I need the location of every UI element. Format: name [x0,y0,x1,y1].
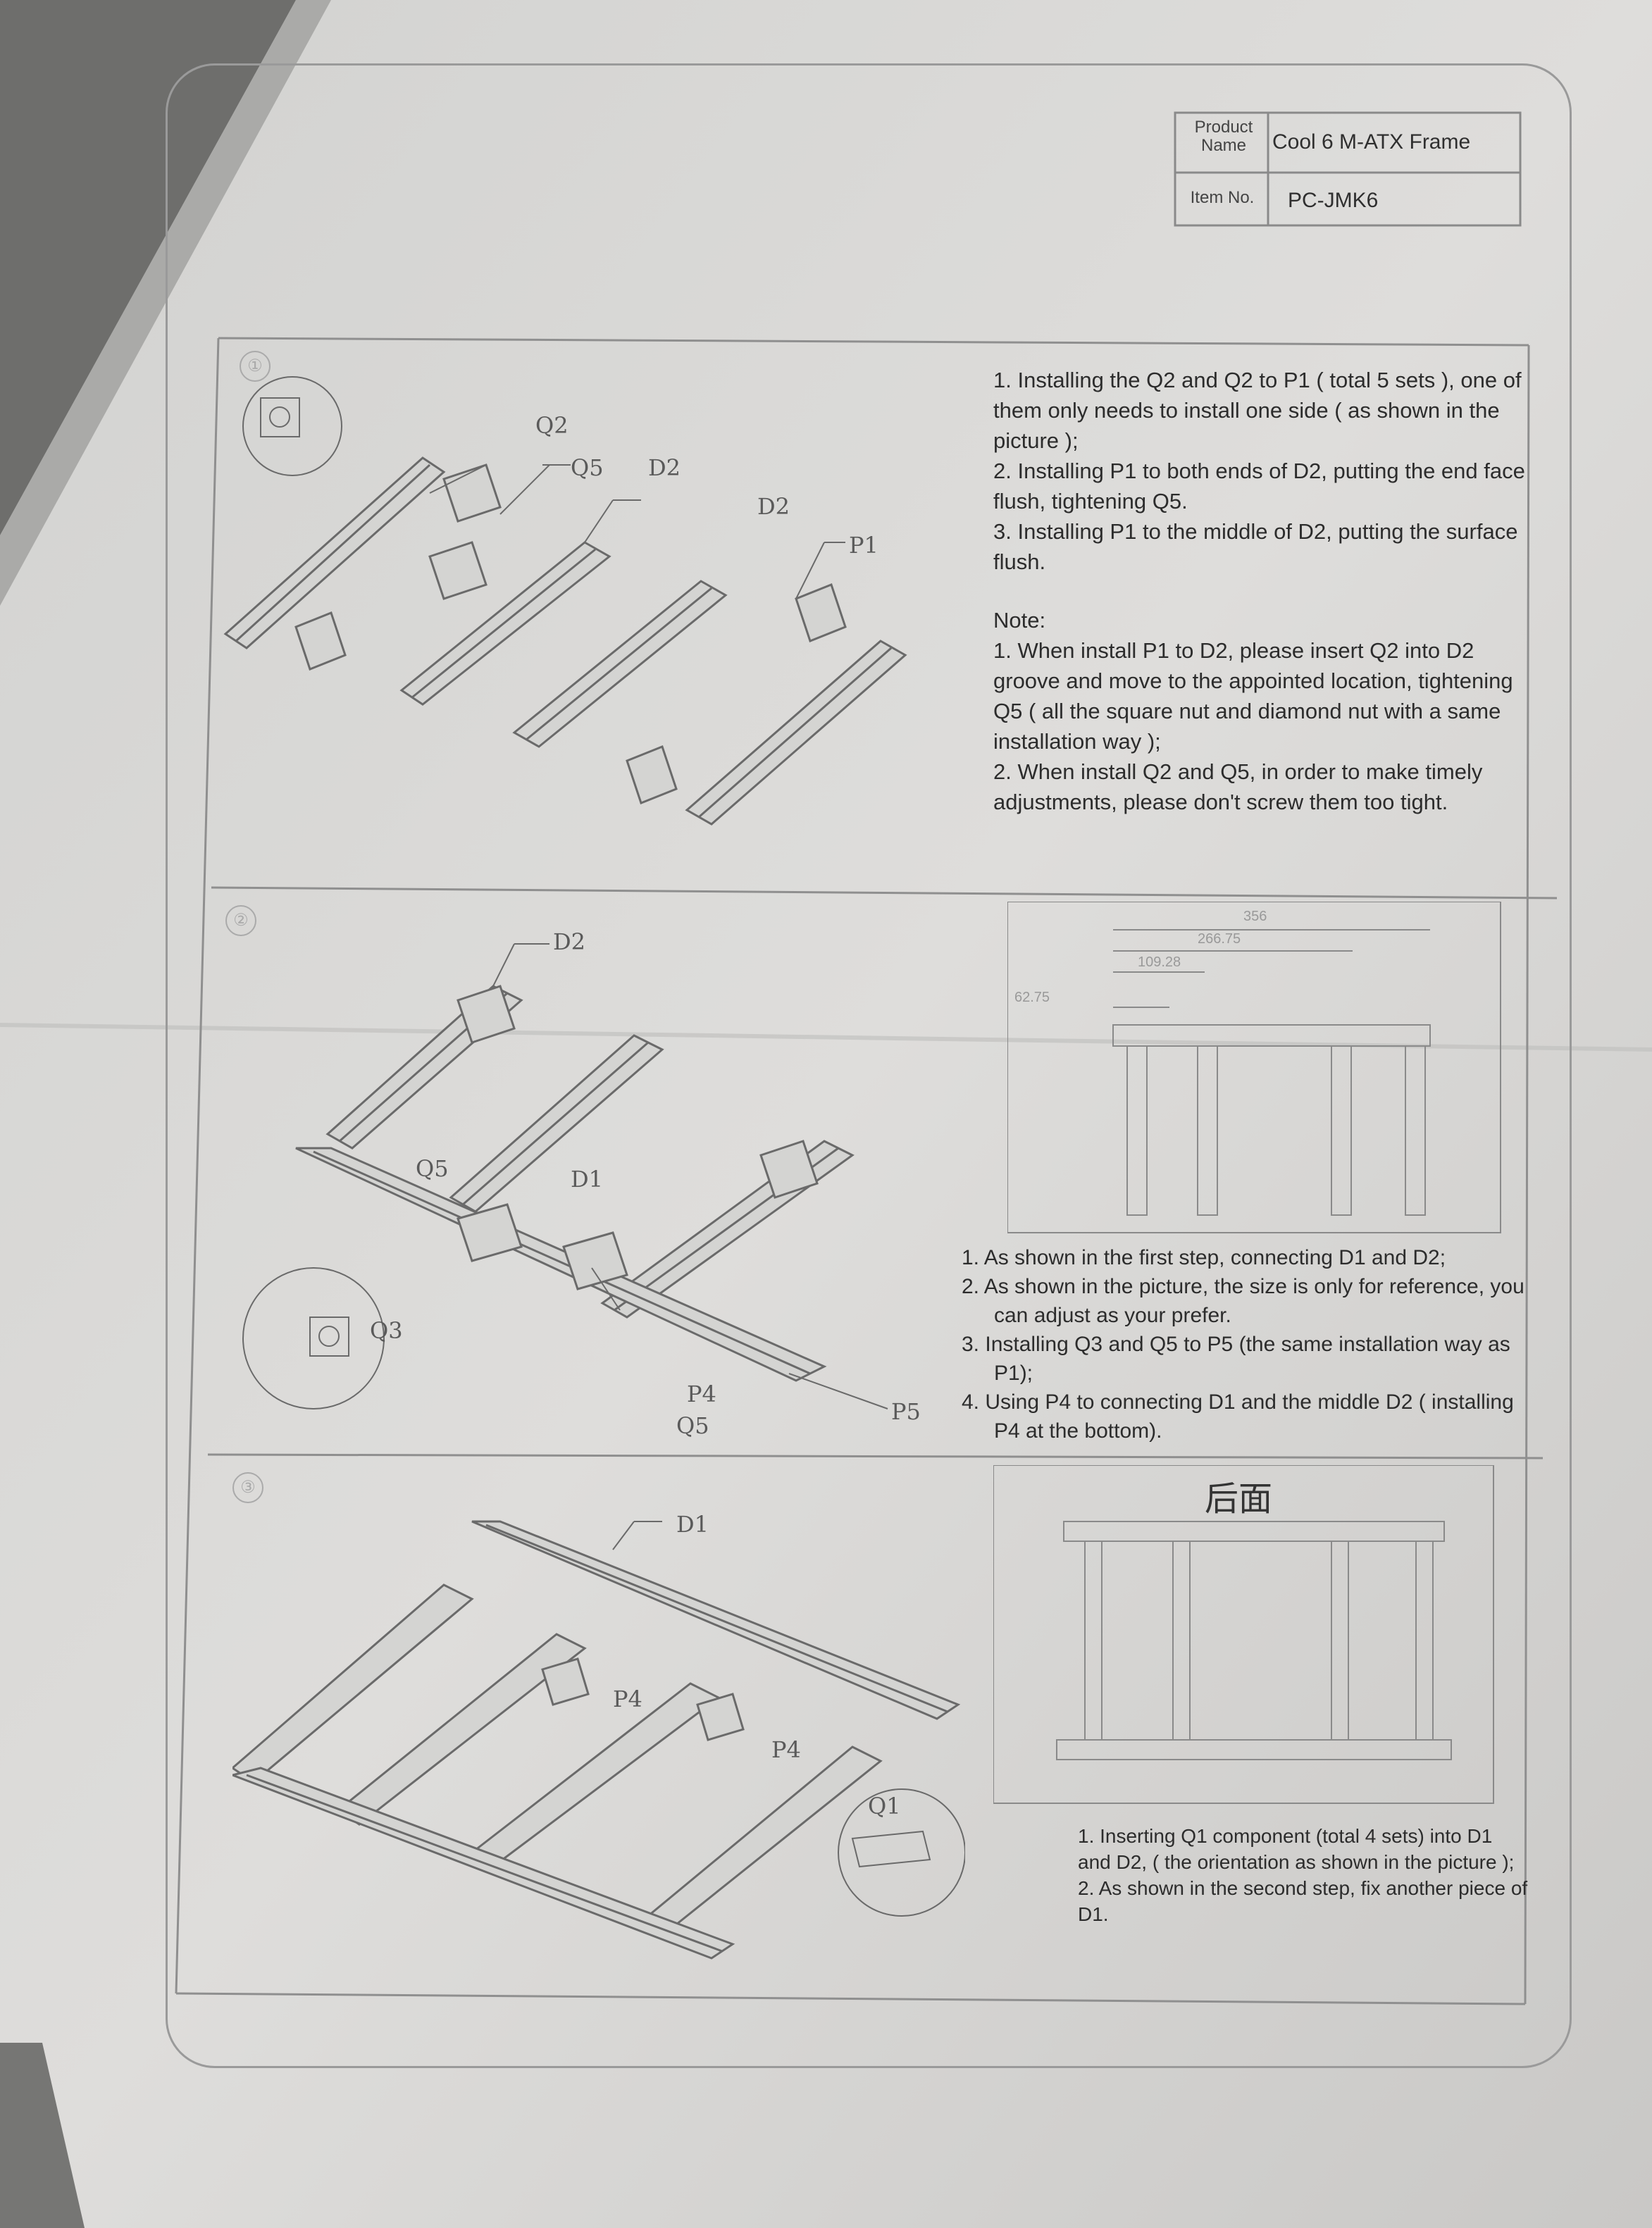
step-1-label-d2-b: D2 [757,493,790,520]
step-3-label-q1: Q1 [868,1793,901,1819]
step-1-instruction-2: 2. Installing P1 to both ends of D2, put… [993,459,1525,514]
step-1-label-p1: P1 [849,532,878,559]
product-name-label: Product Name [1194,118,1253,155]
step-1-label-d2-a: D2 [648,454,681,481]
step-1-assembly-diagram [223,376,907,826]
step-2-number: ② [225,905,256,936]
step-3-back-view-drawing [993,1465,1494,1804]
step-1-instruction-3: 3. Installing P1 to the middle of D2, pu… [993,519,1518,574]
step-2-instruction-1: 1. As shown in the first step, connectin… [962,1246,1446,1269]
instruction-sheet [166,63,1572,2068]
dimension-62-75: 62.75 [1014,990,1050,1005]
step-2-instruction-3: 3. Installing Q3 and Q5 to P5 (the same … [962,1333,1510,1385]
step-2-label-p4: P4 [687,1381,716,1407]
step-1-instruction-1: 1. Installing the Q2 and Q2 to P1 ( tota… [993,368,1522,453]
step-2-dimension-drawing [1007,902,1501,1233]
product-name-value: Cool 6 M-ATX Frame [1272,130,1471,154]
dimension-109-28: 109.28 [1138,954,1181,970]
step-2-label-p5: P5 [891,1398,921,1425]
step-2-label-q3: Q3 [370,1317,403,1344]
step-2-instructions: 1. As shown in the first step, connectin… [962,1243,1525,1445]
step-3-instruction-2: 2. As shown in the second step, fix anot… [1078,1877,1528,1925]
step-3-label-p4-b: P4 [771,1736,801,1763]
step-3-label-d1: D1 [676,1511,709,1538]
item-no-value: PC-JMK6 [1288,189,1379,212]
step-3-number: ③ [232,1472,263,1503]
back-view-title: 后面 [1205,1479,1273,1519]
step-2-assembly-diagram [242,943,888,1409]
step-2-label-q5-b: Q5 [676,1412,709,1439]
step-3-instruction-1: 1. Inserting Q1 component (total 4 sets)… [1078,1825,1515,1873]
step-2-label-d1: D1 [571,1166,604,1193]
step-3-assembly-diagram [232,1520,965,1960]
step-1-instructions: 1. Installing the Q2 and Q2 to P1 ( tota… [993,365,1536,817]
item-no-label: Item No. [1190,188,1255,207]
step-3-label-p4-a: P4 [613,1686,642,1712]
step-2-instruction-4: 4. Using P4 to connecting D1 and the mid… [962,1390,1514,1443]
step-1-note-title: Note: [993,608,1046,633]
step-1-note-2: 2. When install Q2 and Q5, in order to m… [993,759,1483,814]
step-2-instruction-2: 2. As shown in the picture, the size is … [962,1275,1524,1327]
step-2-label-q5-a: Q5 [416,1155,449,1182]
step-2-label-d2: D2 [553,928,586,955]
dimension-266-75: 266.75 [1198,931,1241,947]
step-1-note-1: 1. When install P1 to D2, please insert … [993,638,1513,754]
dimension-356: 356 [1243,909,1267,924]
step-3-instructions: 1. Inserting Q1 component (total 4 sets)… [1078,1823,1529,1927]
step-1-number: ① [240,351,271,382]
step-1-label-q2: Q2 [535,412,569,439]
step-1-label-q5: Q5 [571,454,604,481]
